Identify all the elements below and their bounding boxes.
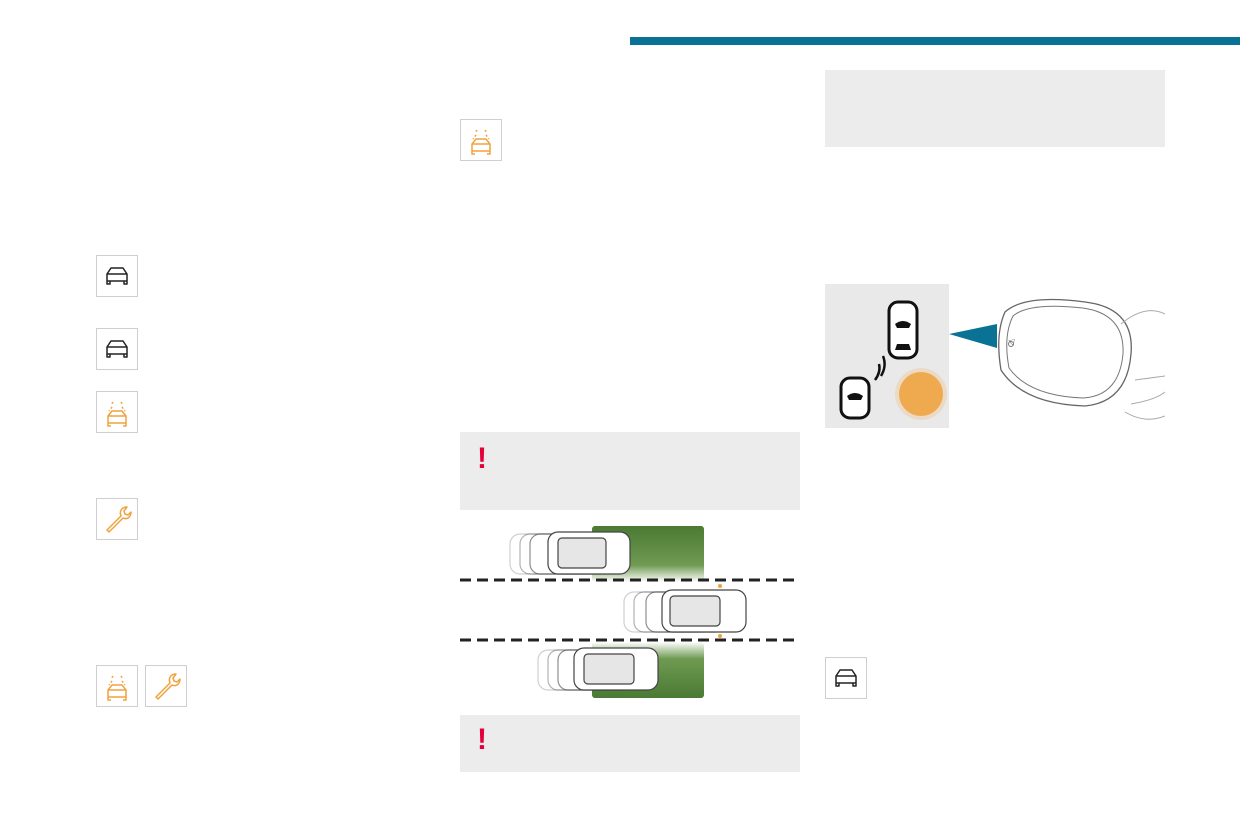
warning-light-glow xyxy=(899,372,943,416)
car-top-icon xyxy=(839,376,871,420)
car-front-icon xyxy=(825,657,867,699)
info-note-box xyxy=(825,70,1165,147)
wrench-icon xyxy=(96,498,138,540)
host-vehicle xyxy=(623,584,747,638)
wrench-icon xyxy=(145,665,187,707)
blind-spot-warning-lamp-icon xyxy=(96,391,138,433)
car-front-icon xyxy=(96,328,138,370)
blind-spot-lane-diagram xyxy=(460,526,796,698)
warning-note-box: ! xyxy=(460,715,800,772)
car-front-icon xyxy=(96,255,138,297)
mirror-blind-spot-indicator: ⚠ xyxy=(1006,337,1017,347)
car-top-icon xyxy=(887,300,919,360)
vehicle-top-lane xyxy=(509,531,631,575)
mirror-indicator-illustration: ⚠ xyxy=(825,284,1165,428)
warning-mark: ! xyxy=(477,723,487,756)
warning-mark: ! xyxy=(477,442,487,475)
warning-note-box: ! xyxy=(460,432,800,510)
pointer-arrow xyxy=(949,324,997,348)
blind-spot-warning-lamp-icon xyxy=(460,119,502,161)
door-mirror xyxy=(998,298,1132,407)
header-accent-bar xyxy=(630,37,1240,45)
vehicle-bottom-lane xyxy=(537,647,659,691)
blind-spot-warning-lamp-icon xyxy=(96,665,138,707)
